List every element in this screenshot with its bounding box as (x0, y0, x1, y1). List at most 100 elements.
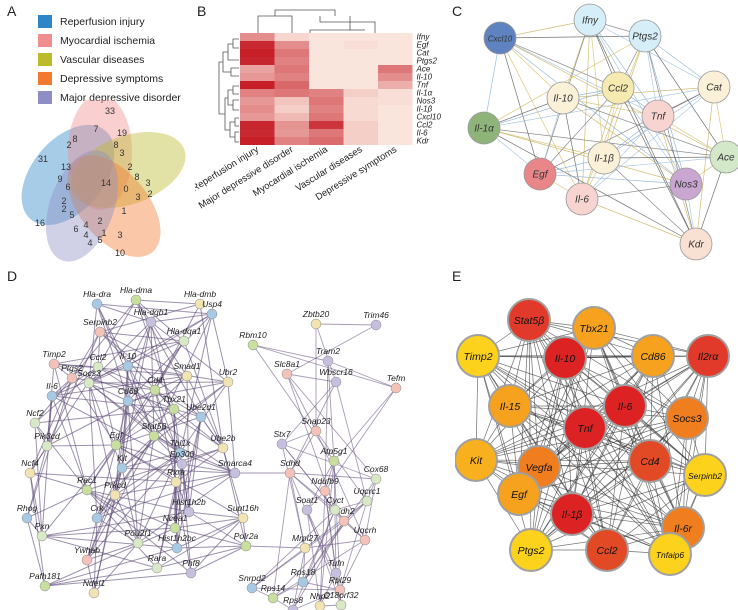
network-node[interactable]: Soat1 (296, 495, 318, 516)
network-node[interactable]: Cyct (327, 495, 345, 516)
network-node[interactable]: Smarca4 (218, 458, 252, 479)
network-node[interactable]: Ube2d1 (186, 402, 216, 423)
network-node[interactable]: Phf8 (182, 558, 200, 579)
network-node[interactable]: Serpinb2 (83, 317, 117, 338)
network-node[interactable]: Il-1β (587, 141, 621, 175)
network-node[interactable]: Tnf (563, 406, 607, 450)
network-node[interactable]: Hist1h2b (172, 497, 206, 518)
network-node[interactable]: Il2rα (686, 334, 730, 378)
network-node[interactable]: Ubr2 (219, 367, 238, 388)
network-node[interactable]: Mrpl27 (292, 533, 318, 554)
network-node[interactable]: Tbx21 (572, 306, 616, 350)
network-node[interactable]: Il-15 (488, 384, 532, 428)
network-node[interactable]: Rbm10 (239, 330, 267, 351)
network-node[interactable]: Serpinb2 (683, 453, 727, 497)
network-node[interactable]: Atp5g1 (320, 446, 348, 467)
network-node[interactable]: Egf (110, 430, 124, 451)
network-node[interactable]: Ace (709, 140, 738, 174)
network-node[interactable]: Egf (523, 157, 557, 191)
network-node[interactable]: Pafh181 (29, 571, 61, 592)
network-node[interactable]: Ptgs2 (61, 363, 83, 384)
network-node[interactable]: Hla-dmb (184, 289, 216, 310)
network-node[interactable]: Il-6 (46, 381, 58, 402)
network-node[interactable]: Kit (116, 453, 128, 474)
network-node[interactable]: Ndufb9 (311, 476, 339, 497)
network-node[interactable]: Usp4 (202, 299, 222, 320)
network-node[interactable]: Ptgs2 (628, 19, 662, 53)
network-node[interactable]: Prkcd (104, 480, 126, 501)
network-node[interactable]: Ccl2 (585, 528, 629, 572)
network-node[interactable]: Il-6 (565, 182, 599, 216)
network-node[interactable]: Socs3 (665, 396, 709, 440)
network-node[interactable]: Hla-dma (120, 285, 152, 306)
network-node[interactable]: Tnf (641, 99, 675, 133)
network-node[interactable]: Cd86 (631, 334, 675, 378)
network-node[interactable]: Socs3 (77, 368, 101, 389)
network-node[interactable]: Ywhab (74, 545, 100, 566)
network-node[interactable]: Nceа1 (163, 513, 188, 534)
network-node[interactable]: Crk (90, 503, 104, 524)
network-node[interactable]: Timp2 (456, 334, 500, 378)
network-node[interactable]: Il-1β (550, 492, 594, 536)
network-node[interactable]: Pou2f1 (125, 528, 152, 549)
network-node[interactable]: Il-10 (546, 81, 580, 115)
network-node[interactable]: Il-10 (543, 336, 587, 380)
network-node[interactable]: Hist1h2bc (158, 533, 197, 554)
network-node[interactable]: Stat5β (507, 298, 551, 342)
network-node[interactable]: Stx7 (273, 429, 291, 450)
network-node[interactable]: Cd4 (147, 375, 163, 396)
network-node[interactable]: Tbx21 (162, 394, 186, 415)
network-node[interactable]: Stat5β (142, 421, 167, 442)
network-node[interactable]: Sdhd (280, 458, 300, 479)
network-node[interactable]: Uqcrh (354, 525, 377, 546)
network-node[interactable]: Kit (455, 438, 498, 482)
network-node[interactable]: Ep300 (170, 449, 195, 470)
network-node[interactable]: Ifny (573, 3, 607, 37)
network-node[interactable]: Smad1 (174, 361, 201, 382)
network-node[interactable]: Nos3 (669, 167, 703, 201)
network-node[interactable]: C18orf32 (324, 590, 359, 610)
network-node[interactable]: Snrpd2 (238, 573, 266, 594)
network-node[interactable]: Ccl2 (601, 71, 635, 105)
network-node[interactable]: Tufn (328, 558, 345, 579)
network-node[interactable]: Mdh2 (333, 506, 355, 527)
network-node[interactable]: Ptgs2 (509, 528, 553, 572)
network-node[interactable]: Rps8 (283, 595, 303, 610)
network-node[interactable]: Tbl1x (170, 438, 192, 459)
network-node[interactable]: Ccl2 (89, 352, 107, 373)
network-node[interactable]: Rac1 (77, 475, 97, 496)
network-node[interactable]: Tram2 (316, 346, 340, 367)
network-node[interactable]: Zbtb20 (302, 309, 330, 330)
network-node[interactable]: Wbscr16 (319, 367, 353, 388)
network-node[interactable]: Tefm (387, 373, 406, 394)
network-node[interactable]: Trim46 (363, 310, 389, 331)
network-node[interactable]: Supt16h (227, 503, 259, 524)
network-node[interactable]: Hla-dqa1 (167, 326, 202, 347)
network-node[interactable]: Ncf4 (21, 458, 39, 479)
network-node[interactable]: Il-10 (120, 351, 137, 372)
network-node[interactable]: Rhog (17, 503, 38, 524)
network-node[interactable]: Cat (697, 70, 731, 104)
network-node[interactable]: Slc8a1 (274, 359, 300, 380)
network-node[interactable]: Nhp2 (310, 591, 331, 610)
network-node[interactable]: Cox68 (364, 464, 389, 485)
network-node[interactable]: Snap23 (301, 416, 331, 437)
network-node[interactable]: Kdr (679, 227, 713, 261)
network-node[interactable]: Rps18 (291, 567, 316, 588)
network-node[interactable]: Il-6 (603, 384, 647, 428)
network-node[interactable]: Rps14 (261, 583, 286, 604)
network-node[interactable]: Rpl29 (329, 575, 351, 596)
network-node[interactable]: Ncf2 (26, 408, 44, 429)
network-node[interactable]: Polr2a (234, 531, 259, 552)
network-node[interactable]: Il-1α (467, 111, 501, 145)
network-node[interactable]: Uqcrc1 (354, 486, 381, 507)
network-node[interactable]: Hla-dra (83, 289, 111, 310)
network-node[interactable]: Ndel1 (83, 578, 105, 599)
network-node[interactable]: Ube2b (210, 433, 236, 454)
network-node[interactable]: Pxn (35, 521, 50, 542)
network-node[interactable]: Pik3cd (34, 431, 60, 452)
network-node[interactable]: Cd68 (118, 386, 139, 407)
network-node[interactable]: Egf (497, 472, 541, 516)
network-node[interactable]: Cxcl10 (483, 21, 517, 55)
network-node[interactable]: Timp2 (42, 349, 66, 370)
